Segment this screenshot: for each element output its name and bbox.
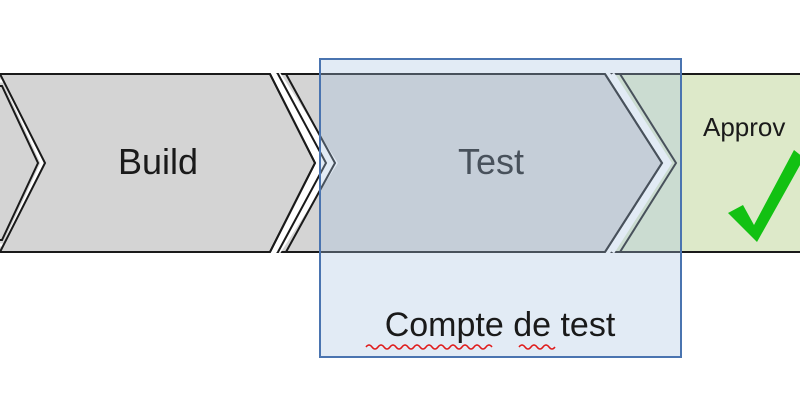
stage-build-label: Build (118, 141, 198, 182)
stage-build: Build (0, 73, 317, 253)
stage-test-label: Test (458, 141, 524, 182)
checkmark-icon (728, 150, 800, 242)
stage-test: Test (276, 73, 664, 253)
stage-approve-label: Approv (703, 112, 785, 142)
spellcheck-underline-de (518, 344, 556, 350)
test-account-label: Compte de test (385, 306, 616, 344)
chevron-separator-build-test (269, 72, 338, 254)
chevron-separator-test-approve (604, 72, 678, 254)
test-account-box: Compte de test (319, 58, 682, 358)
spellcheck-underline-compte (365, 344, 493, 350)
